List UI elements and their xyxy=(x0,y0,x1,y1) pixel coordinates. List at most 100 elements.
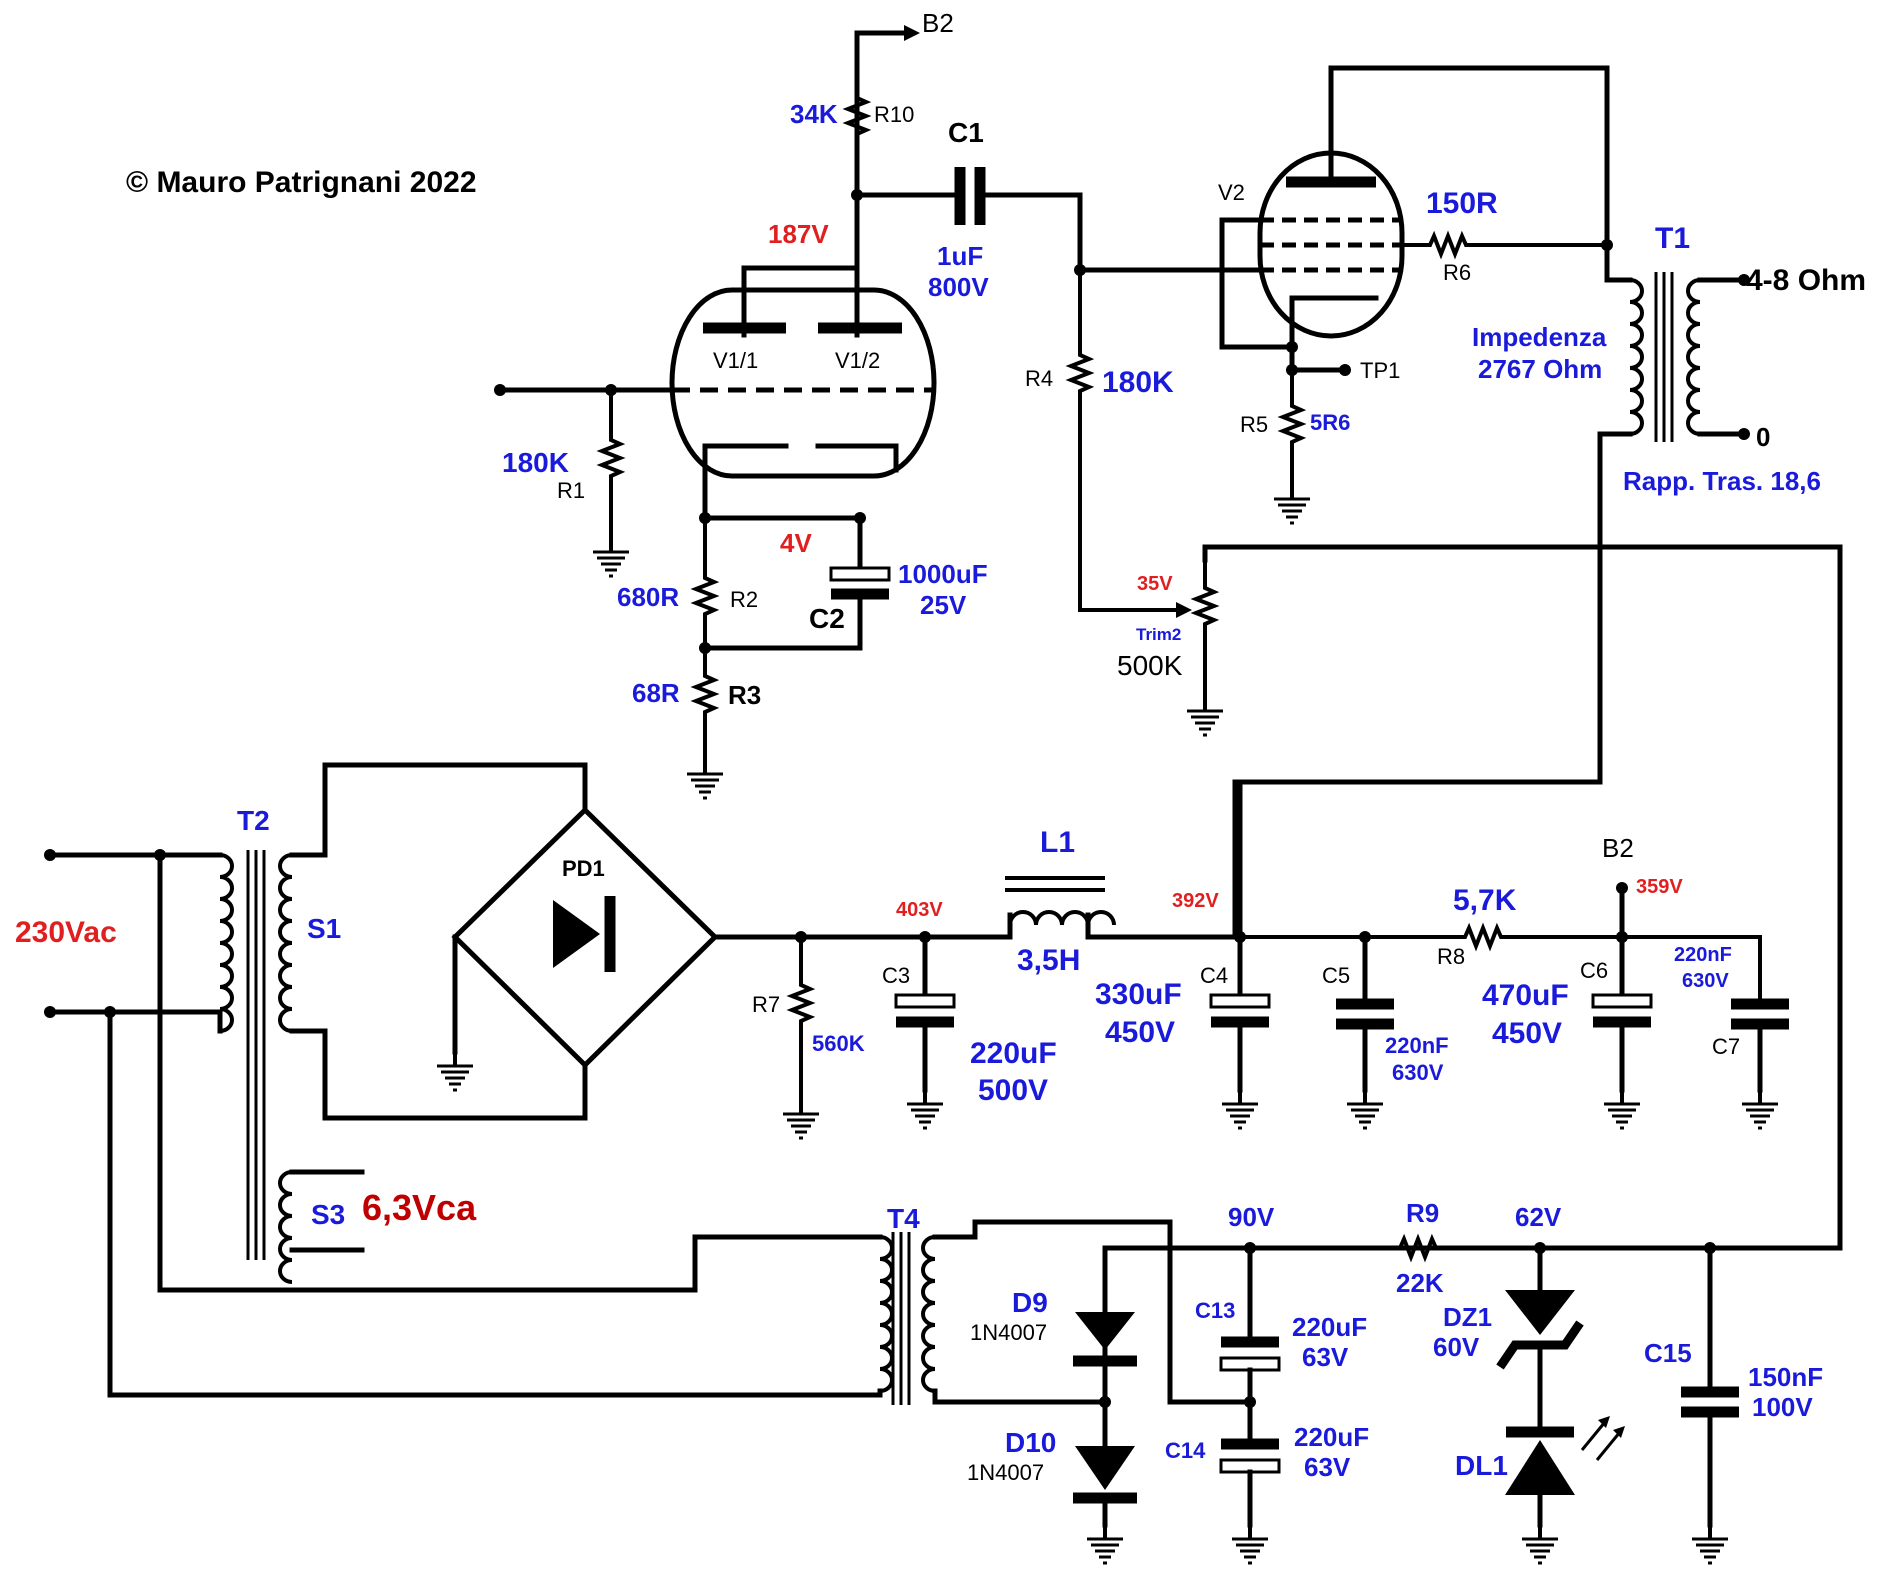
svg-text:DZ1: DZ1 xyxy=(1443,1302,1492,1332)
svg-text:560K: 560K xyxy=(812,1031,865,1056)
svg-text:L1: L1 xyxy=(1040,826,1075,859)
svg-text:2767 Ohm: 2767 Ohm xyxy=(1478,354,1602,384)
svg-text:100V: 100V xyxy=(1752,1392,1813,1422)
svg-text:500K: 500K xyxy=(1117,650,1183,681)
svg-text:R3: R3 xyxy=(728,680,761,710)
resistor-r2: 680R R2 xyxy=(617,518,758,648)
voltage-62: 62V xyxy=(1515,1202,1562,1232)
svg-text:DL1: DL1 xyxy=(1455,1450,1508,1481)
transformer-t2: T2 S1 S3 6,3Vca xyxy=(217,762,588,1284)
svg-text:R1: R1 xyxy=(557,478,585,503)
svg-text:1N4007: 1N4007 xyxy=(967,1460,1044,1485)
tube-v1: V1/1 V1/2 xyxy=(669,265,937,479)
voltage-187: 187V xyxy=(768,219,829,249)
svg-text:230Vac: 230Vac xyxy=(15,916,117,949)
resistor-r9: R9 22K xyxy=(1396,1198,1444,1298)
svg-text:R6: R6 xyxy=(1443,260,1471,285)
svg-text:0: 0 xyxy=(1756,422,1770,452)
resistor-r1: 180K R1 xyxy=(502,390,631,578)
capacitor-c6: C6 470uF 450V xyxy=(1482,934,1653,1130)
svg-text:R2: R2 xyxy=(730,587,758,612)
svg-text:C7: C7 xyxy=(1712,1034,1740,1059)
svg-text:C13: C13 xyxy=(1195,1298,1235,1323)
svg-text:450V: 450V xyxy=(1492,1017,1562,1050)
svg-text:C4: C4 xyxy=(1200,963,1228,988)
svg-text:Rapp. Tras. 18,6: Rapp. Tras. 18,6 xyxy=(1623,466,1821,496)
trimmer-trim2: 35V Trim2 500K xyxy=(1117,544,1843,1246)
svg-text:R10: R10 xyxy=(874,102,914,127)
voltage-359: 359V xyxy=(1636,876,1683,898)
resistor-r10: 34K R10 xyxy=(790,92,914,142)
capacitor-c4: C4 330uF 450V xyxy=(1095,934,1271,1130)
svg-text:C15: C15 xyxy=(1644,1338,1692,1368)
svg-text:180K: 180K xyxy=(502,447,569,478)
svg-text:3,5H: 3,5H xyxy=(1017,944,1080,977)
svg-text:630V: 630V xyxy=(1682,970,1729,992)
capacitor-c5: C5 220nF 630V xyxy=(1322,934,1449,1130)
svg-text:1000uF: 1000uF xyxy=(898,559,988,589)
svg-text:T1: T1 xyxy=(1655,222,1690,255)
svg-text:V2: V2 xyxy=(1218,180,1245,205)
capacitor-c3: C3 220uF 500V xyxy=(882,934,1057,1130)
resistor-r5: R5 5R6 xyxy=(1240,370,1350,525)
svg-text:Impedenza: Impedenza xyxy=(1472,322,1607,352)
svg-text:1N4007: 1N4007 xyxy=(970,1320,1047,1345)
svg-text:680R: 680R xyxy=(617,582,679,612)
capacitor-c1: C1 1uF 800V xyxy=(854,117,1083,302)
svg-text:6,3Vca: 6,3Vca xyxy=(362,1187,477,1228)
resistor-r8: 5,7K R8 xyxy=(1240,884,1762,1000)
svg-text:450V: 450V xyxy=(1105,1016,1175,1049)
mains-input: 230Vac xyxy=(15,849,883,1398)
diode-d9: D9 1N4007 xyxy=(970,1245,1137,1367)
inductor-l1: L1 3,5H xyxy=(1005,826,1243,977)
svg-text:5R6: 5R6 xyxy=(1310,410,1350,435)
svg-text:500V: 500V xyxy=(978,1074,1048,1107)
voltage-90: 90V xyxy=(1228,1202,1275,1232)
capacitor-c7: 220nF 630V C7 xyxy=(1674,944,1789,1130)
svg-text:PD1: PD1 xyxy=(562,856,605,881)
svg-text:R9: R9 xyxy=(1406,1198,1439,1228)
svg-text:V1/2: V1/2 xyxy=(835,348,880,373)
voltage-403: 403V xyxy=(896,899,943,921)
voltage-35: 35V xyxy=(1137,573,1173,595)
svg-text:630V: 630V xyxy=(1392,1060,1444,1085)
led-dl1: DL1 xyxy=(1455,1416,1625,1565)
resistor-r3: 68R R3 xyxy=(632,648,761,800)
transformer-t1: T1 4-8 Ohm 0 Impedenza 2767 Ohm Rapp. Tr… xyxy=(1232,222,1866,938)
voltage-392: 392V xyxy=(1172,890,1219,912)
svg-text:C2: C2 xyxy=(809,603,845,634)
svg-text:60V: 60V xyxy=(1433,1332,1480,1362)
bridge-rectifier-pd1: PD1 xyxy=(435,806,1013,1092)
svg-text:150R: 150R xyxy=(1426,187,1498,220)
svg-text:R5: R5 xyxy=(1240,412,1268,437)
svg-text:D10: D10 xyxy=(1005,1427,1056,1458)
resistor-r6: 150R R6 xyxy=(1402,187,1613,285)
svg-text:220uF: 220uF xyxy=(1294,1422,1369,1452)
svg-text:34K: 34K xyxy=(790,99,838,129)
svg-text:330uF: 330uF xyxy=(1095,978,1182,1011)
svg-text:D9: D9 xyxy=(1012,1287,1048,1318)
svg-text:220uF: 220uF xyxy=(1292,1312,1367,1342)
svg-text:C1: C1 xyxy=(948,117,984,148)
test-point-tp1: TP1 xyxy=(1360,358,1400,383)
copyright-text: © Mauro Patrignani 2022 xyxy=(126,166,477,199)
resistor-r7: R7 560K xyxy=(752,937,865,1140)
svg-text:C6: C6 xyxy=(1580,958,1608,983)
svg-text:B2: B2 xyxy=(922,8,954,38)
svg-text:470uF: 470uF xyxy=(1482,979,1569,1012)
svg-text:C3: C3 xyxy=(882,963,910,988)
zener-dz1: DZ1 60V xyxy=(1433,1245,1584,1433)
svg-text:800V: 800V xyxy=(928,272,989,302)
capacitor-c13: C13 220uF 63V xyxy=(1195,1245,1367,1405)
diode-d10: D10 1N4007 xyxy=(967,1399,1137,1565)
svg-text:R8: R8 xyxy=(1437,944,1465,969)
svg-text:63V: 63V xyxy=(1304,1452,1351,1482)
capacitor-c15: C15 150nF 100V xyxy=(1644,1245,1823,1565)
svg-text:220nF: 220nF xyxy=(1385,1033,1449,1058)
svg-text:22K: 22K xyxy=(1396,1268,1444,1298)
svg-text:R7: R7 xyxy=(752,992,780,1017)
resistor-r4: R4 180K xyxy=(1025,270,1192,618)
svg-text:T4: T4 xyxy=(887,1203,920,1234)
